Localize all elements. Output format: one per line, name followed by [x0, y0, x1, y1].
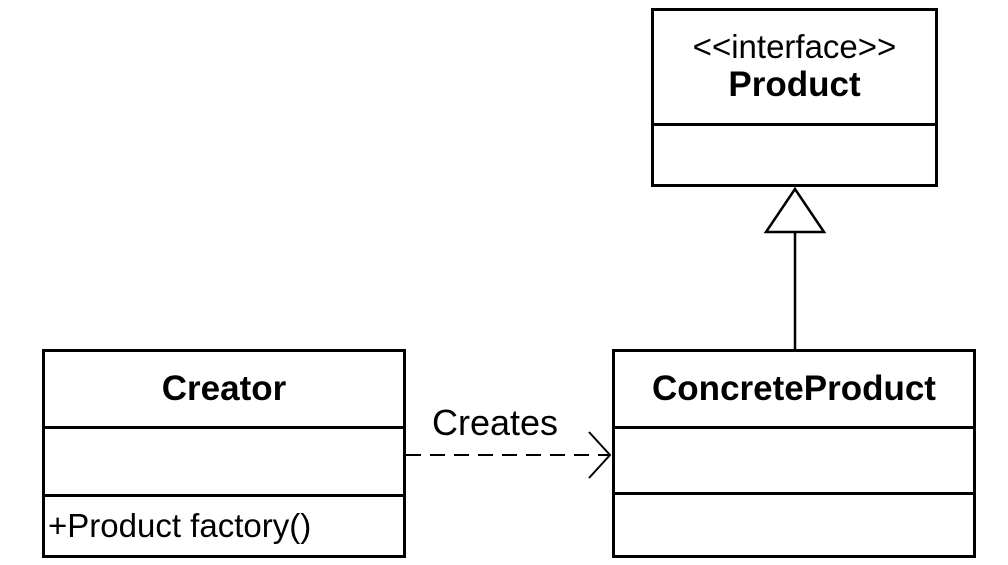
realization-triangle-arrowhead: [763, 186, 827, 234]
class-concrete-product-attributes-compartment: [615, 429, 973, 495]
class-product-name-compartment: <<interface>> Product: [654, 11, 935, 126]
class-concrete-product-name: ConcreteProduct: [652, 369, 936, 408]
dependency-open-arrowhead: [588, 431, 612, 479]
class-product-attributes-compartment: [654, 126, 935, 184]
class-product[interactable]: <<interface>> Product: [651, 8, 938, 187]
class-creator-name: Creator: [161, 369, 287, 408]
class-product-stereotype: <<interface>>: [692, 28, 897, 65]
class-creator-name-compartment: Creator: [45, 352, 403, 429]
class-concrete-product-operations-compartment: [615, 495, 973, 555]
class-creator[interactable]: Creator +Product factory(): [42, 349, 406, 558]
class-concrete-product-name-compartment: ConcreteProduct: [615, 352, 973, 429]
class-creator-operation: +Product factory(): [48, 507, 312, 544]
class-creator-attributes-compartment: [45, 429, 403, 497]
class-creator-operations-compartment: +Product factory(): [45, 497, 403, 555]
class-concrete-product[interactable]: ConcreteProduct: [612, 349, 976, 558]
dependency-label: Creates: [432, 402, 559, 443]
class-product-name: Product: [728, 65, 861, 104]
